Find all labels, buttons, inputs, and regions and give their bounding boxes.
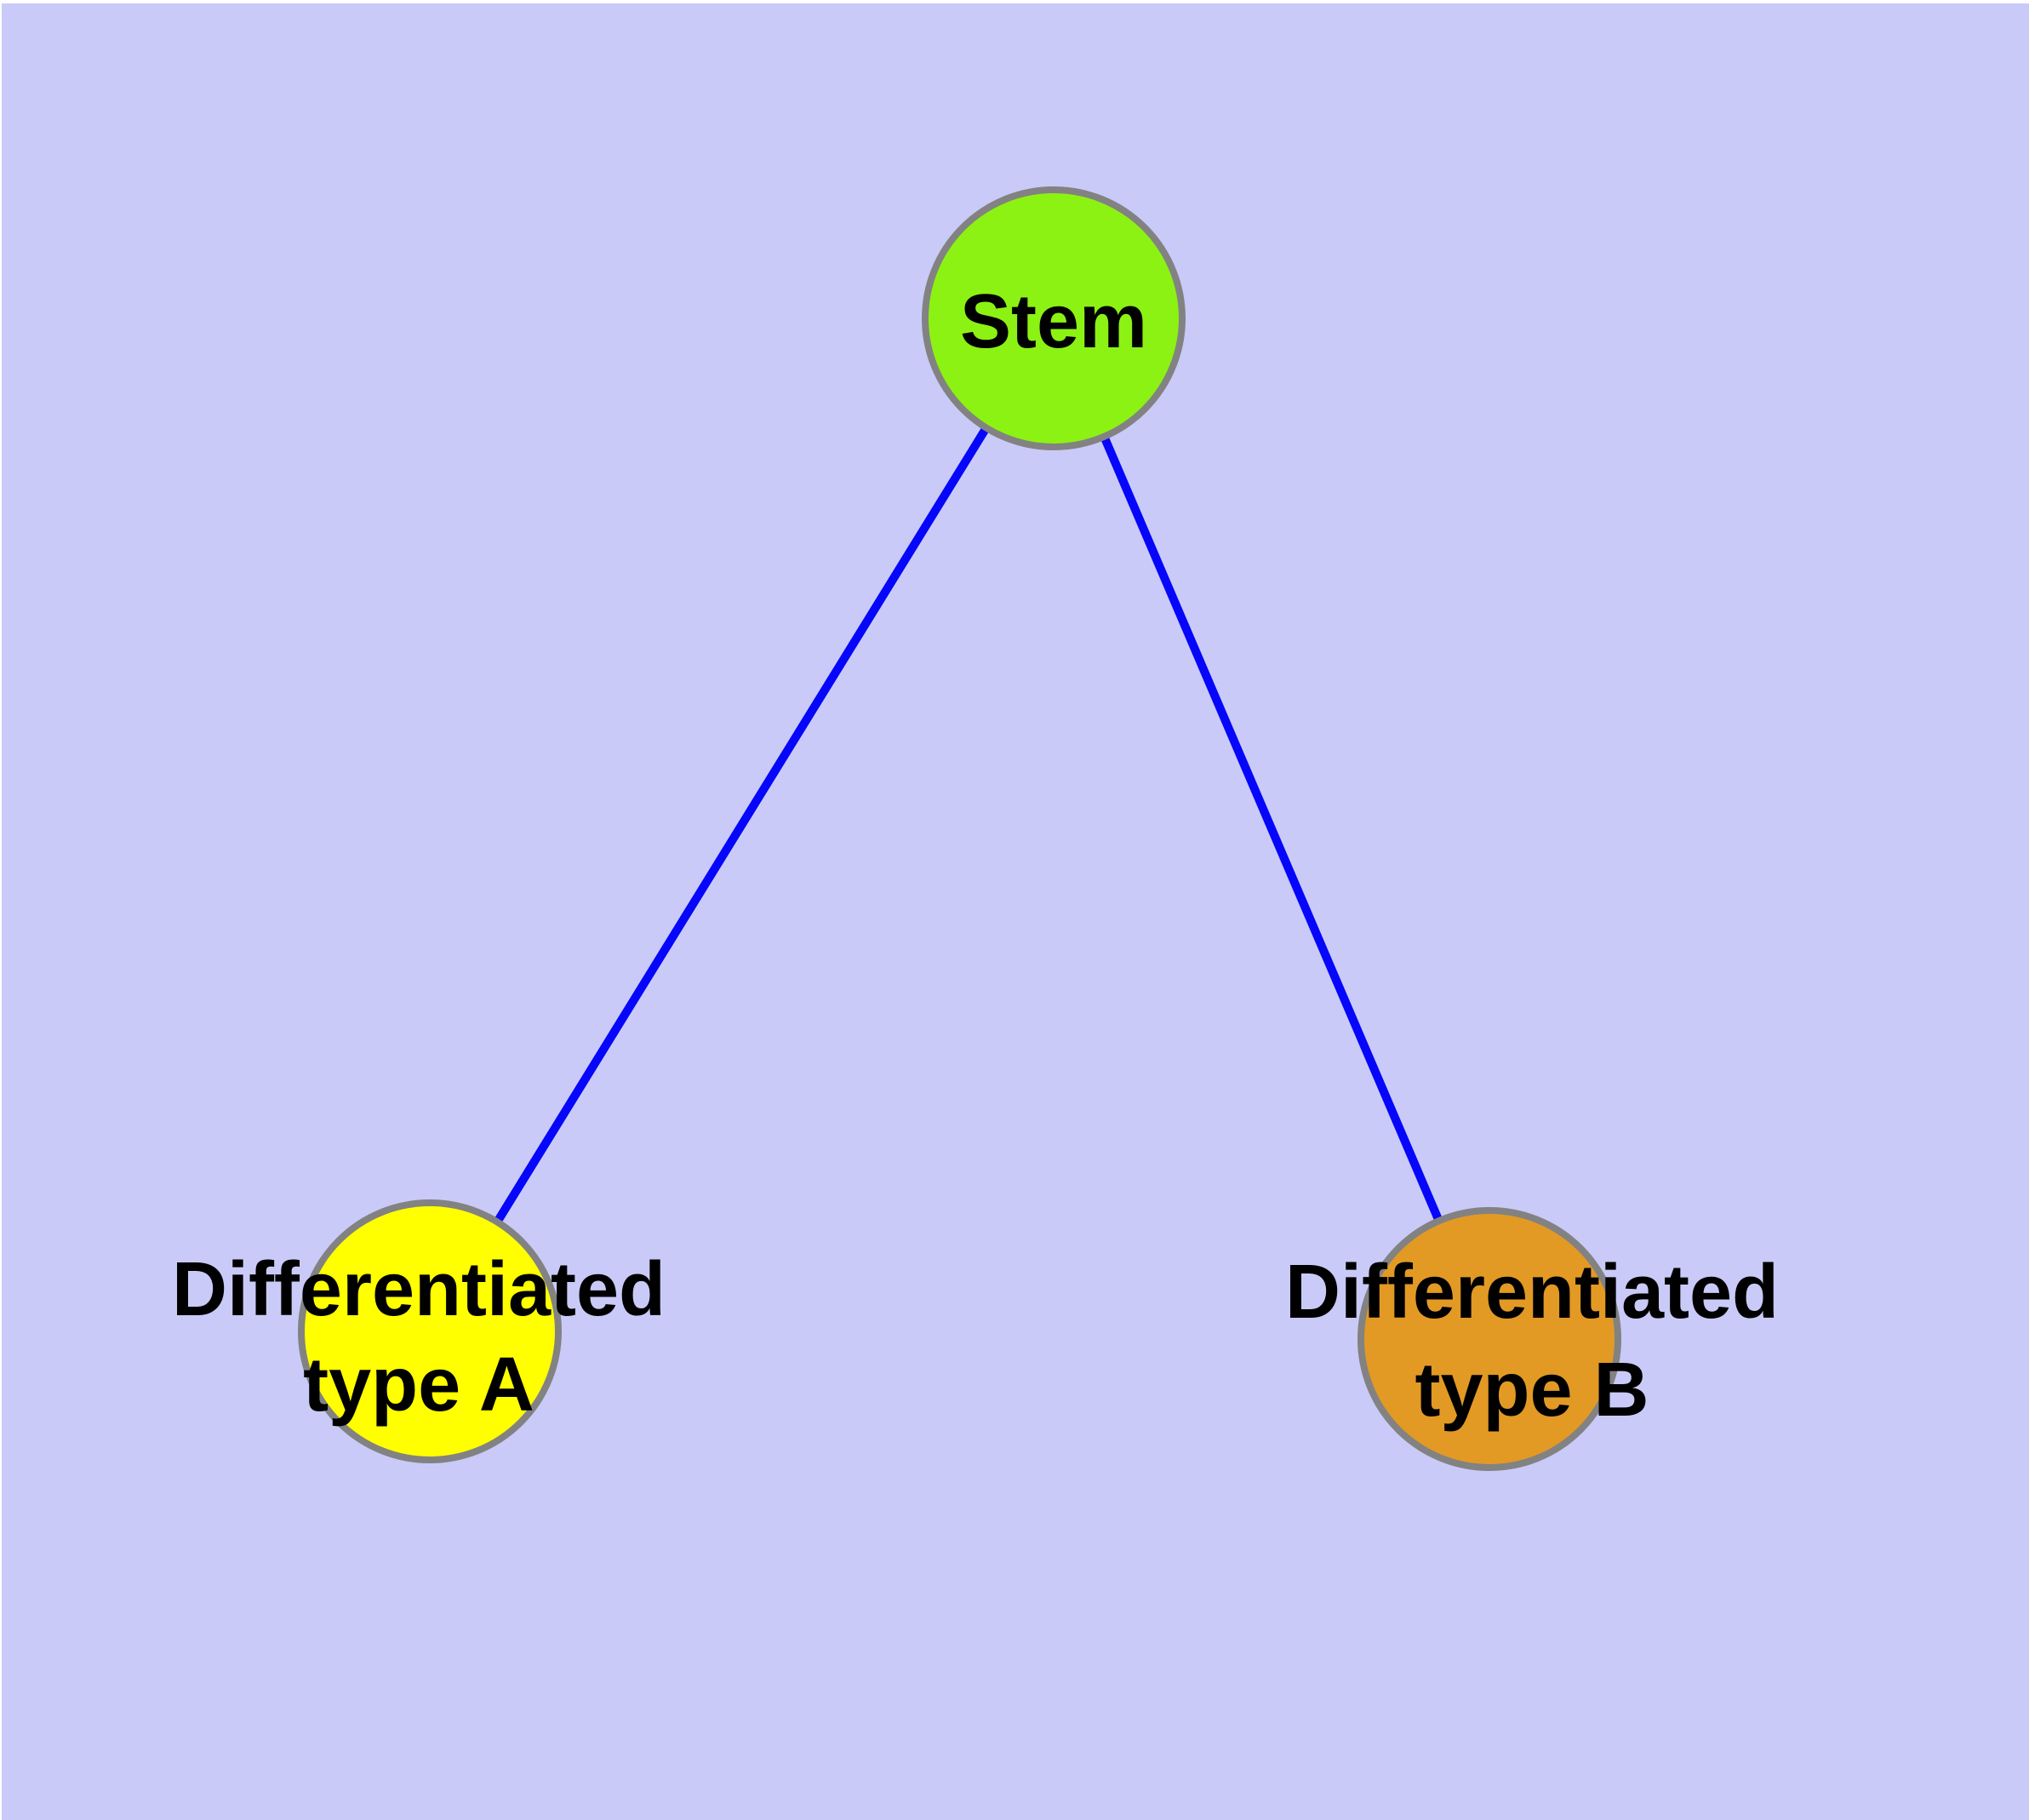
node-label-stem: Stem	[960, 279, 1147, 364]
node-labels: Stem Differentiated type A Differentiate…	[172, 279, 1779, 1433]
edges	[426, 316, 1494, 1341]
edge-stem-to-type-a	[426, 316, 1058, 1334]
node-stem	[922, 186, 1186, 450]
nodes	[298, 186, 1621, 1471]
node-label-type-a-line2: type A	[303, 1342, 534, 1428]
node-differentiated-type-a	[298, 1199, 562, 1463]
node-label-type-b-line2: type B	[1415, 1348, 1649, 1433]
node-differentiated-type-b	[1357, 1207, 1621, 1471]
edge-stem-to-type-b	[1049, 317, 1494, 1341]
node-label-type-a-line1: Differentiated	[172, 1247, 666, 1332]
node-label-type-b-line1: Differentiated	[1285, 1250, 1779, 1335]
